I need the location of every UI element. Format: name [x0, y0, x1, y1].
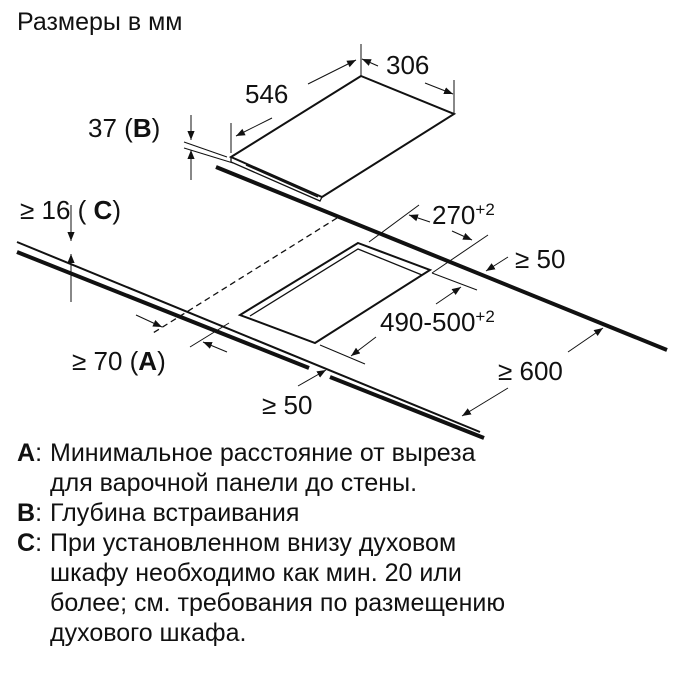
page-title: Размеры в мм [17, 8, 183, 36]
hob-drawing [228, 74, 457, 202]
note-key: C [17, 529, 36, 557]
note-c: C:При установленном внизу духовом шкафу … [17, 529, 506, 647]
note-a: A:Минимальное расстояние от выреза для в… [17, 439, 476, 497]
dim-37-b: 37 (B) [88, 113, 160, 143]
note-key: B [17, 499, 36, 527]
installation-diagram: 546 306 37 (B) ≥ 16 ( C) 270+2 ≥ 50 490-… [16, 44, 668, 440]
cutout-drawing [237, 241, 433, 345]
note-key: A [17, 439, 36, 467]
note-b: B:Глубина встраивания [17, 499, 300, 527]
dim-600: ≥ 600 [498, 356, 563, 386]
note-text: Минимальное расстояние от выреза для вар… [50, 439, 476, 497]
dim-306: 306 [386, 50, 429, 80]
legend-notes: A:Минимальное расстояние от выреза для в… [17, 438, 505, 648]
dim-270: 270+2 [432, 200, 495, 230]
dim-back-gap: ≥ 50 [515, 244, 565, 274]
dim-16-c: ≥ 16 ( C) [20, 195, 121, 225]
dim-546: 546 [245, 79, 288, 109]
note-text: При установленном внизу духовом шкафу не… [50, 529, 506, 647]
dim-70-a: ≥ 70 (A) [72, 346, 166, 376]
note-text: Глубина встраивания [50, 499, 300, 527]
dimension-lines [67, 44, 604, 417]
countertop-drawing [16, 165, 668, 440]
dim-front-gap: ≥ 50 [262, 390, 312, 420]
dim-490-500: 490-500+2 [380, 307, 495, 337]
